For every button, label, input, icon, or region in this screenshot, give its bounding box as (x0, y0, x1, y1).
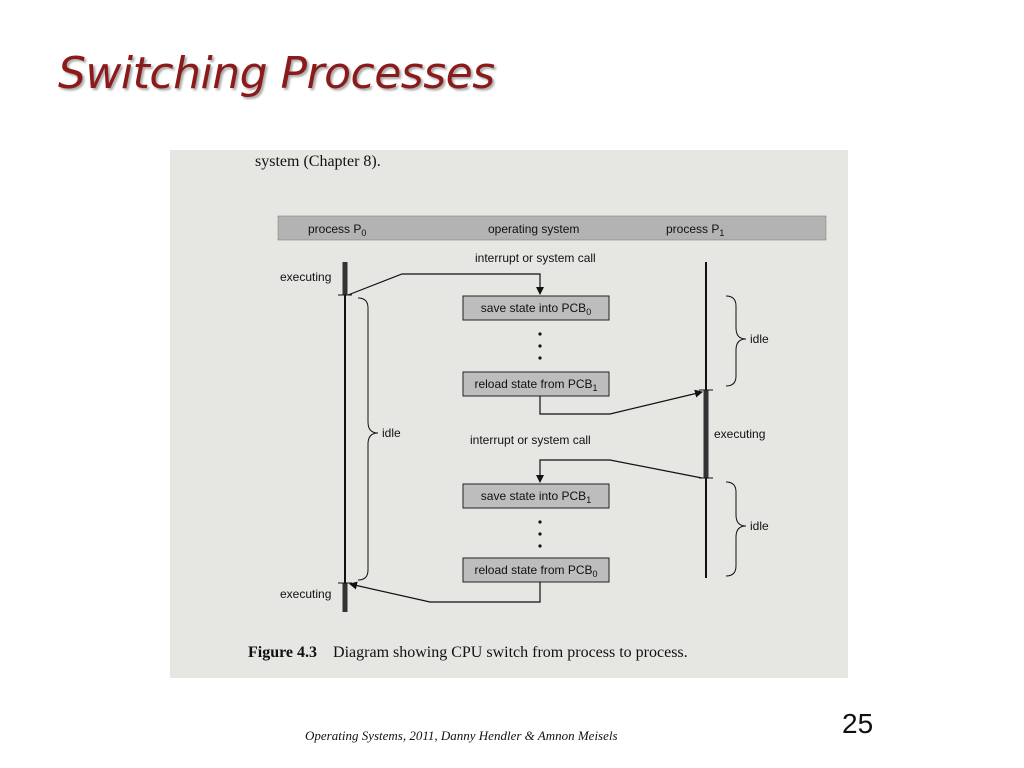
slide-title: Switching Processes (58, 48, 495, 99)
p0-idle-brace (357, 297, 379, 581)
page-text: system (Chapter 8). (255, 152, 381, 172)
p1-idle-brace-top (725, 295, 747, 387)
step-box-save-pcb1 (462, 483, 610, 509)
step-label-save-pcb0: save state into PCB0 (481, 301, 591, 317)
arrow-os-to-p0 (349, 581, 541, 603)
page-text-line: system (Chapter 8). (255, 153, 381, 170)
interrupt-label-1: interrupt or system call (475, 251, 596, 265)
figure-number: Figure 4.3 (248, 644, 318, 661)
ellipsis-dots-lower (538, 520, 542, 548)
page-number: 25 (842, 708, 874, 739)
arrow-p0-to-os (347, 273, 544, 296)
arrow-p1-to-os (536, 459, 703, 483)
slide-footer: Operating Systems, 2011, Danny Hendler &… (305, 728, 618, 743)
step-box-save-pcb0 (462, 295, 610, 321)
step-box-reload-pcb1 (462, 371, 610, 397)
cpu-switch-diagram: process P0 operating system process P1 e… (277, 215, 827, 612)
scanned-figure: system (Chapter 8). process P0 operating… (170, 150, 848, 678)
p1-executing-label: executing (714, 427, 765, 441)
p1-idle-bottom-label: idle (750, 519, 769, 533)
p1-idle-brace-bottom (725, 481, 747, 577)
header-process-p0: process P0 (308, 222, 366, 238)
arrow-os-to-p1 (539, 389, 703, 415)
step-label-reload-pcb1: reload state from PCB1 (474, 377, 597, 393)
p0-executing-top-label: executing (280, 270, 331, 284)
ellipsis-dots-upper (538, 332, 542, 360)
p0-idle-label: idle (382, 426, 401, 440)
header-bar (277, 215, 827, 241)
header-process-p1: process P1 (666, 222, 724, 238)
figure-caption: Figure 4.3 Diagram showing CPU switch fr… (248, 644, 688, 662)
header-operating-system: operating system (488, 222, 579, 236)
step-box-reload-pcb0 (462, 557, 610, 583)
figure-caption-text: Diagram showing CPU switch from process … (333, 644, 688, 661)
step-label-reload-pcb0: reload state from PCB0 (474, 563, 597, 579)
p1-idle-top-label: idle (750, 332, 769, 346)
interrupt-label-2: interrupt or system call (470, 433, 591, 447)
step-label-save-pcb1: save state into PCB1 (481, 489, 591, 505)
p0-executing-bottom-label: executing (280, 587, 331, 601)
